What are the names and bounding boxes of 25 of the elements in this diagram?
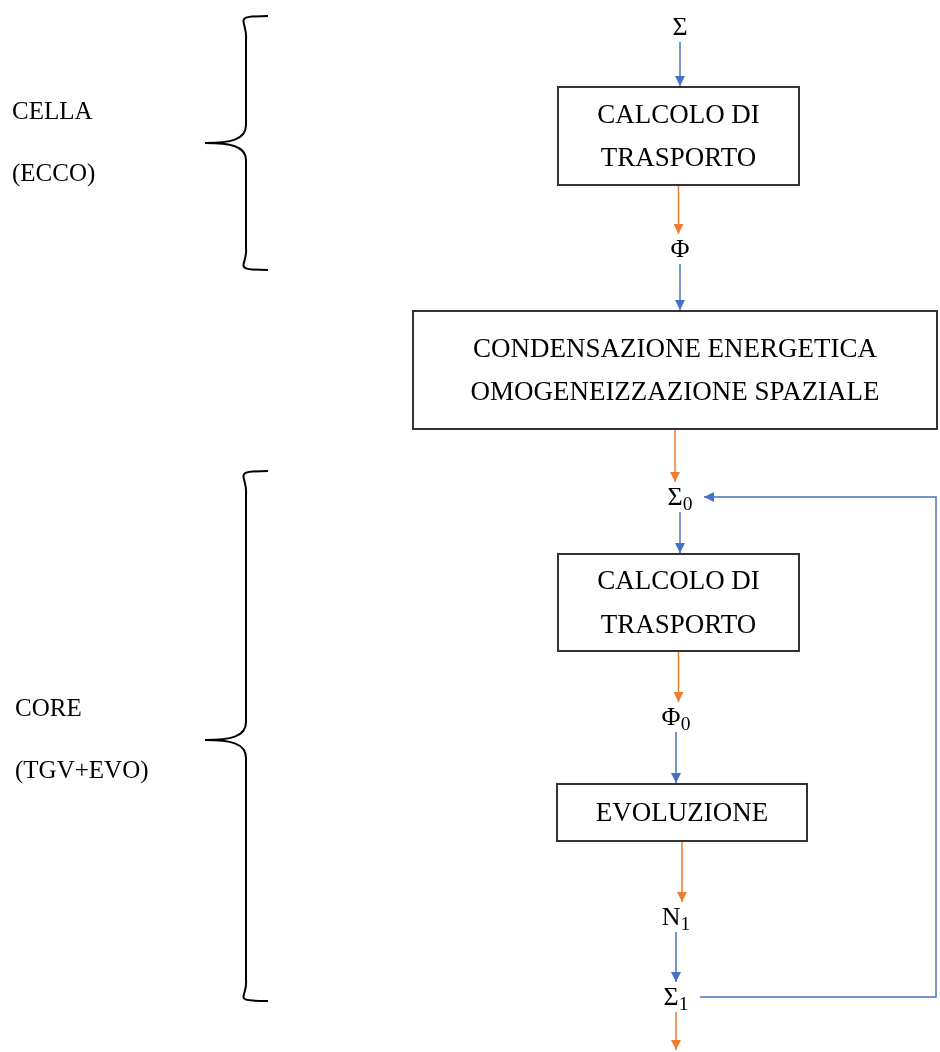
arrow xyxy=(671,931,681,983)
symbol-label: Φ$_{0}$ xyxy=(652,702,700,732)
process-box: EVOLUZIONE xyxy=(556,783,808,842)
arrow xyxy=(675,41,685,87)
arrow xyxy=(671,731,681,784)
group-label: CELLA xyxy=(12,98,93,123)
process-box: CALCOLO DI TRASPORTO xyxy=(557,553,800,652)
symbol-label: Σ$_{1}$ xyxy=(652,982,700,1012)
symbol-label: Σ xyxy=(660,12,700,42)
arrow xyxy=(675,511,685,554)
arrow xyxy=(670,429,680,483)
group-label: (ECCO) xyxy=(12,160,96,185)
arrow xyxy=(699,492,937,998)
arrow xyxy=(677,841,687,903)
group-label: (TGV+EVO) xyxy=(15,757,149,782)
arrow xyxy=(675,263,685,311)
process-box: CONDENSAZIONE ENERGETICA OMOGENEIZZAZIONE SPAZIALE xyxy=(412,310,938,430)
process-box: CALCOLO DI TRASPORTO xyxy=(557,86,800,186)
arrow xyxy=(673,651,684,703)
arrow xyxy=(671,1011,681,1051)
symbol-label: N$_{1}$ xyxy=(652,902,700,932)
group-label: CORE xyxy=(15,695,82,720)
symbol-label: Σ$_{0}$ xyxy=(656,482,704,512)
arrow xyxy=(673,185,684,235)
symbol-label: Φ xyxy=(660,234,700,264)
